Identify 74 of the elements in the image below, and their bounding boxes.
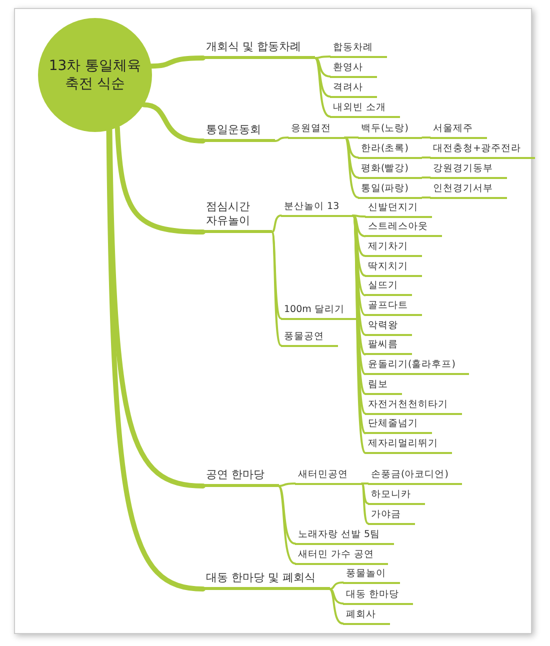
- branch-label: 개회식 및 합동차례: [203, 40, 315, 59]
- branch-label: 새터민 가수 공연: [295, 548, 388, 564]
- branch-label: 100m 달리기: [281, 302, 358, 320]
- branch-label: 합동차례: [330, 40, 387, 58]
- branch-label: 하모니카: [368, 488, 425, 504]
- branch-line: [106, 128, 206, 592]
- branch-line: [344, 136, 359, 178]
- branch-label: 자전거천천히타기: [365, 398, 462, 414]
- branch-label: 공연 한마당: [203, 468, 278, 487]
- branch-line: [421, 176, 431, 178]
- branch-line: [114, 124, 206, 234]
- branch-label: 대동 한마당: [343, 588, 414, 604]
- branch-line: [271, 214, 282, 233]
- branch-label: 폐회사: [343, 608, 390, 624]
- branch-line: [328, 582, 344, 590]
- branch-line: [141, 102, 206, 144]
- branch-label: 제자리멀리뛰기: [365, 436, 452, 454]
- branch-label: 딱지치기: [365, 260, 422, 277]
- branch-label: 팔씨름: [365, 338, 412, 356]
- branch-label: 환영사: [330, 60, 377, 78]
- branch-line: [278, 485, 296, 544]
- branch-label: 한라(초록): [358, 142, 422, 158]
- branch-label: 평화(빨강): [358, 162, 422, 178]
- branch-label: 단체줄넘기: [365, 417, 432, 434]
- branch-label: 림보: [365, 378, 402, 395]
- branch-line: [314, 56, 331, 59]
- branch-line: [314, 57, 331, 118]
- branch-label: 손풍금(아코디언): [368, 468, 462, 484]
- branch-line: [361, 482, 369, 504]
- branch-line: [344, 136, 359, 198]
- branch-label: 제기차기: [365, 240, 422, 257]
- branch-label: 내외빈 소개: [330, 100, 400, 118]
- branch-label: 풍물놀이: [343, 566, 400, 584]
- branch-label: 풍물공연: [281, 330, 338, 346]
- branch-label: 악력왕: [365, 318, 412, 336]
- branch-label: 골프다트: [365, 299, 422, 316]
- branch-line: [421, 156, 431, 158]
- branch-line: [352, 214, 366, 218]
- branch-label: 분산놀이 13: [281, 200, 354, 216]
- branch-line: [421, 196, 431, 198]
- branch-label: 서울제주: [430, 122, 487, 138]
- branch-line: [278, 482, 296, 487]
- branch-label: 대동 한마당 및 폐회식: [203, 571, 330, 590]
- branch-label: 점심시간 자유놀이: [203, 200, 272, 233]
- branch-label: 실뜨기: [365, 279, 412, 296]
- branch-line: [328, 588, 344, 624]
- branch-line: [148, 56, 206, 69]
- branch-label: 윤돌리기(훌라후프): [365, 358, 470, 376]
- branch-line: [314, 57, 331, 78]
- branch-label: 가야금: [368, 508, 415, 524]
- branch-line: [361, 482, 369, 484]
- branch-line: [271, 231, 282, 346]
- branch-line: [274, 136, 289, 142]
- branch-label: 백두(노랑): [358, 122, 422, 138]
- branch-label: 노래자랑 선발 5팀: [295, 528, 394, 544]
- branch-label: 인천경기서부: [430, 182, 507, 198]
- branch-line: [344, 136, 359, 158]
- branch-label: 대전충청+광주전라: [430, 142, 535, 158]
- branch-line: [328, 588, 344, 604]
- branch-line: [278, 485, 296, 564]
- branch-line: [421, 136, 431, 138]
- branch-label: 통일(파랑): [358, 182, 422, 198]
- branch-line: [271, 231, 282, 320]
- branch-label: 강원경기동부: [430, 162, 507, 178]
- branch-line: [352, 214, 366, 238]
- branch-line: [361, 482, 369, 524]
- branch-line: [344, 136, 359, 138]
- branch-label: 새터민공연: [295, 468, 362, 484]
- branch-label: 신발던지기: [365, 200, 432, 218]
- branch-label: 응원열전: [288, 122, 345, 138]
- branch-line: [314, 57, 331, 98]
- branch-label: 스트레스아웃: [365, 220, 442, 238]
- branch-label: 통일운동회: [203, 123, 275, 142]
- branch-label: 격려사: [330, 80, 377, 98]
